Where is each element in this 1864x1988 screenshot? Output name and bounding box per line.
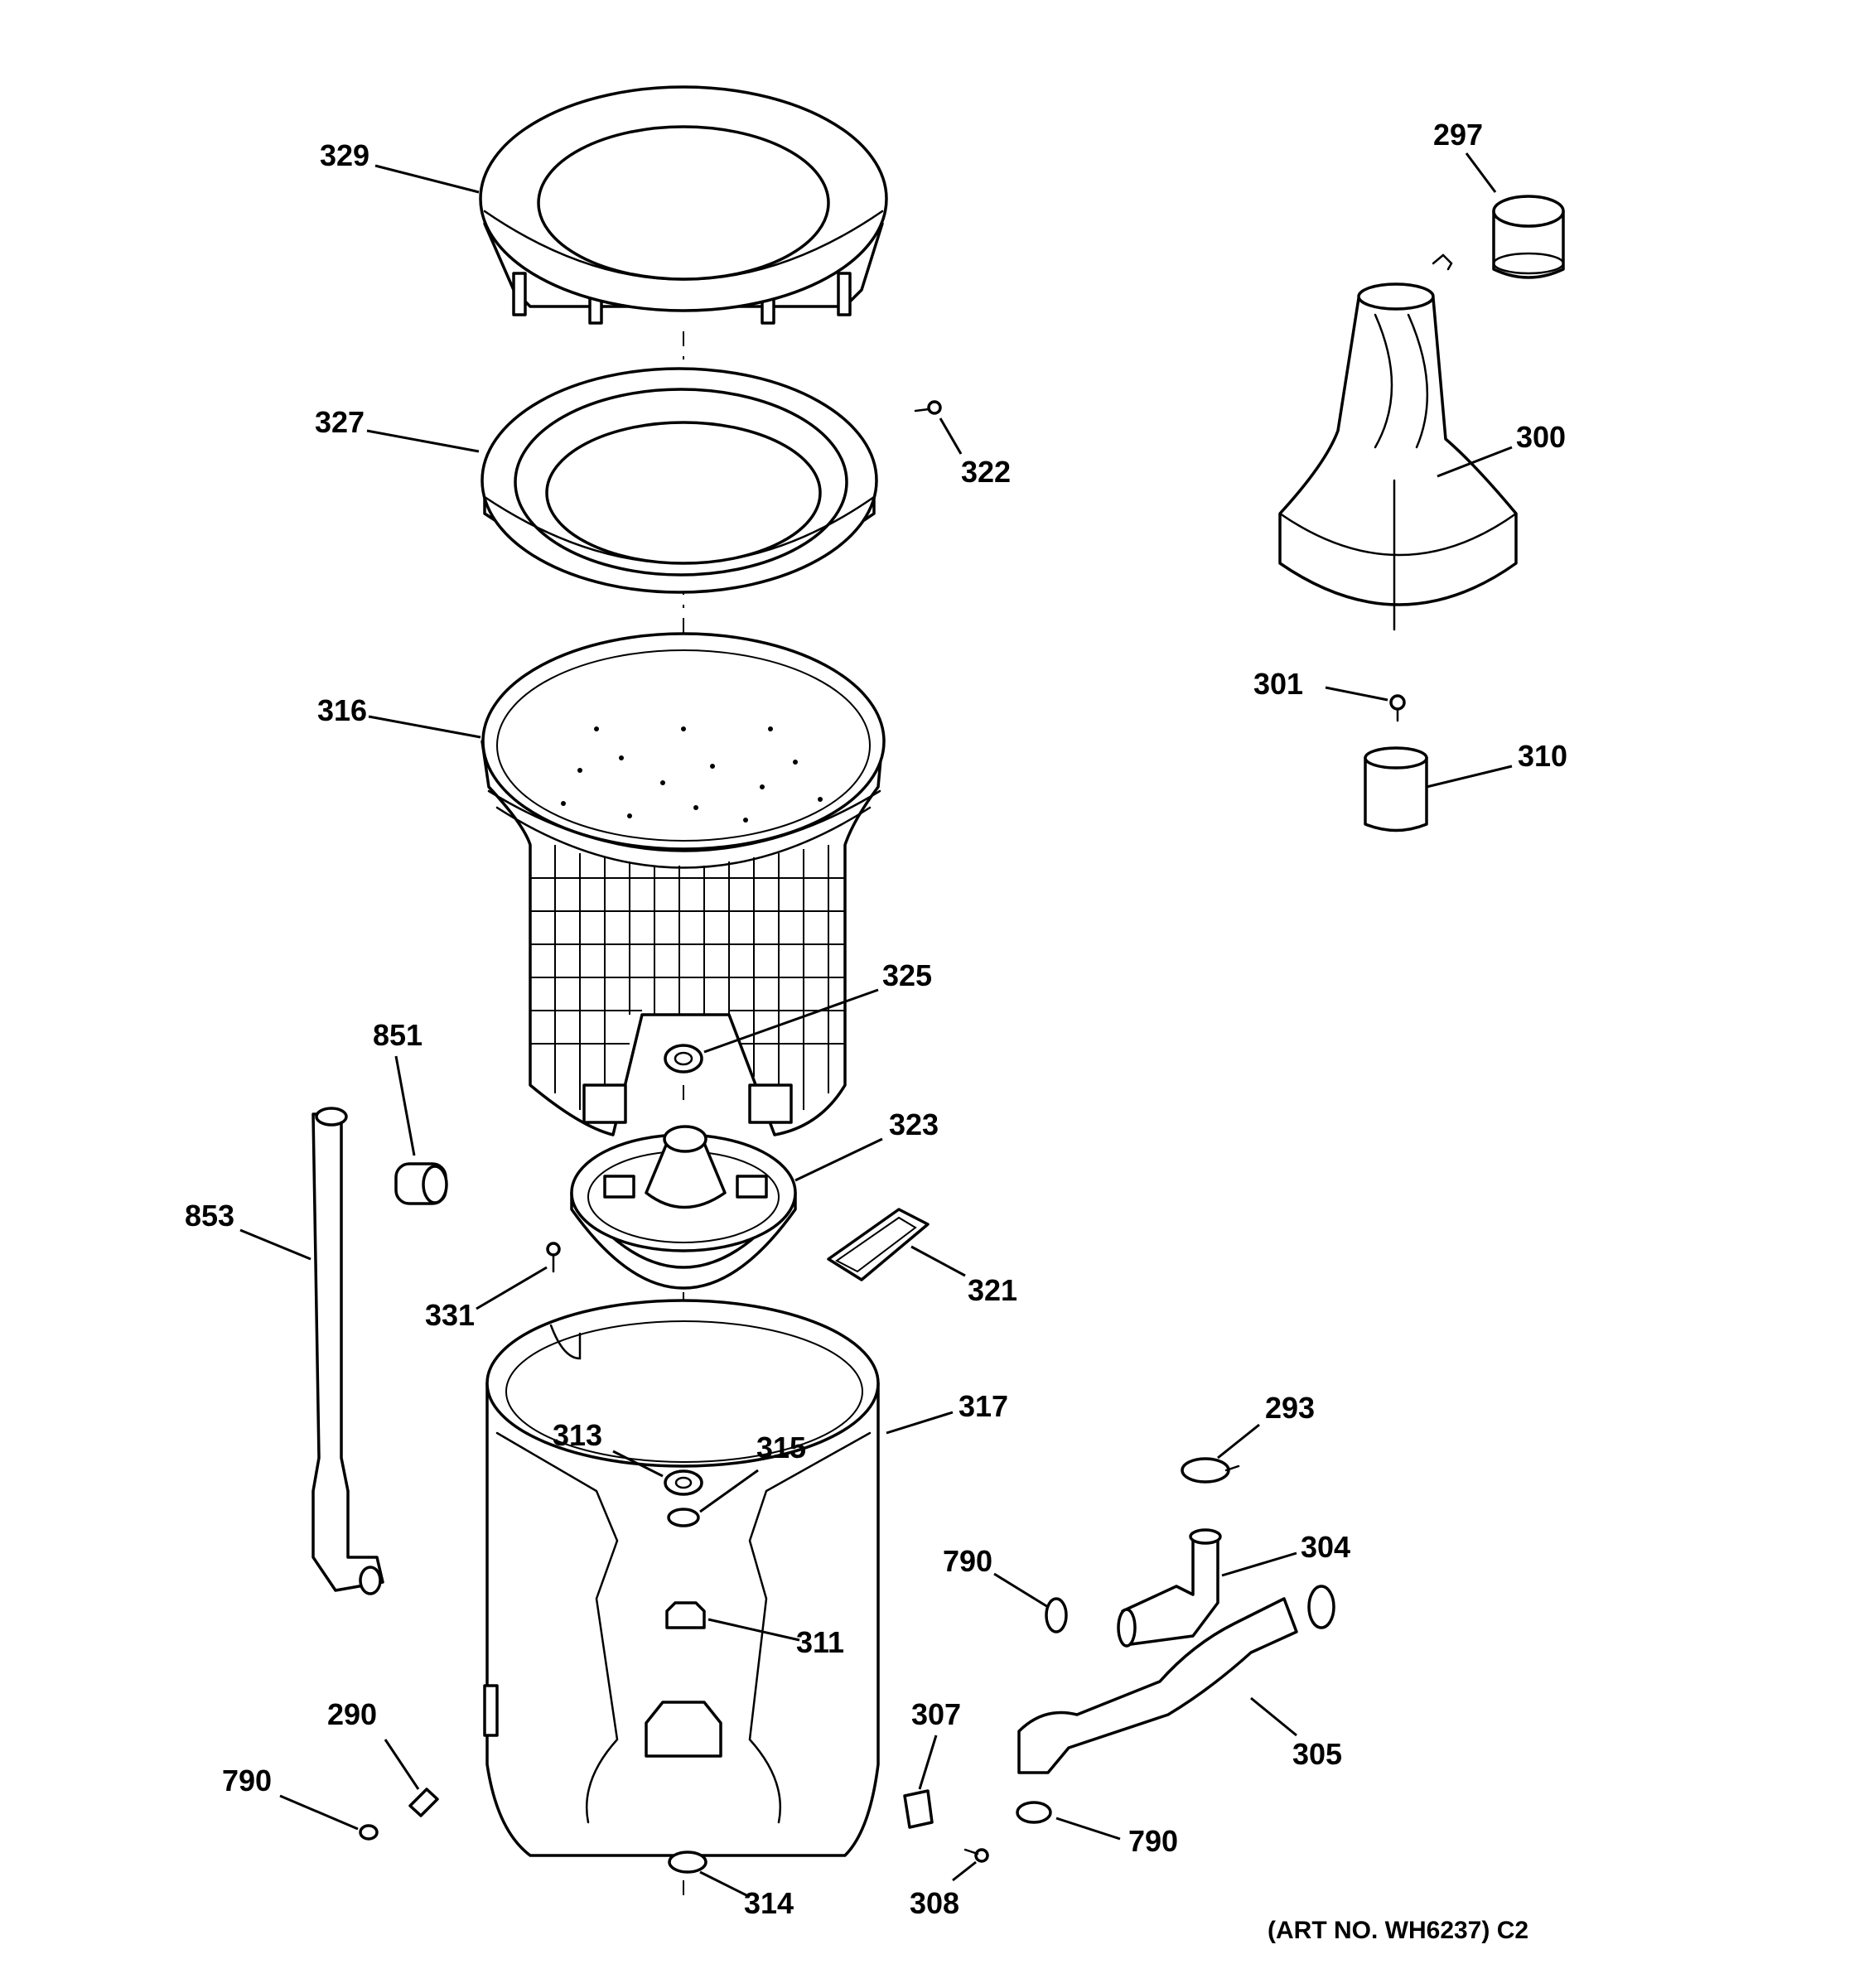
outer-tub-317 bbox=[483, 1299, 880, 1857]
callout-301: 301 bbox=[1253, 667, 1303, 701]
callout-307: 307 bbox=[911, 1697, 961, 1731]
callout-304: 304 bbox=[1301, 1530, 1350, 1564]
bolt-301 bbox=[1389, 694, 1406, 722]
screw-331 bbox=[546, 1242, 561, 1273]
basket-hub-323 bbox=[570, 1125, 797, 1290]
pin-290 bbox=[408, 1788, 439, 1817]
callout-314: 314 bbox=[744, 1886, 794, 1920]
callout-293: 293 bbox=[1265, 1391, 1315, 1425]
nut-311 bbox=[665, 1601, 706, 1629]
callout-331: 331 bbox=[425, 1298, 475, 1332]
clamp-790b bbox=[359, 1824, 379, 1841]
bracket-307 bbox=[903, 1789, 934, 1829]
callout-790-c: 790 bbox=[1128, 1824, 1178, 1858]
callout-851: 851 bbox=[373, 1018, 423, 1052]
tub-cover-329 bbox=[479, 85, 888, 325]
hub-nut-325 bbox=[664, 1044, 703, 1074]
callout-790-a: 790 bbox=[943, 1544, 992, 1578]
art-number-label: (ART NO. WH6237) C2 bbox=[1268, 1917, 1528, 1944]
callout-329: 329 bbox=[320, 138, 369, 172]
clamp-790a bbox=[1045, 1597, 1068, 1633]
screw-308 bbox=[963, 1848, 989, 1863]
clamp-790c bbox=[1016, 1801, 1052, 1824]
callout-853: 853 bbox=[185, 1199, 234, 1233]
callout-297: 297 bbox=[1433, 118, 1483, 152]
tube-853 bbox=[311, 1107, 384, 1595]
callout-305: 305 bbox=[1292, 1737, 1342, 1771]
coupling-310 bbox=[1364, 746, 1428, 832]
callout-327: 327 bbox=[315, 405, 365, 439]
washer-314 bbox=[668, 1850, 707, 1874]
callout-323: 323 bbox=[889, 1107, 939, 1141]
callout-315: 315 bbox=[756, 1431, 806, 1464]
leader-lines bbox=[239, 152, 1513, 1899]
tub-ring-327 bbox=[480, 367, 878, 594]
hose-304 bbox=[1117, 1528, 1222, 1648]
callout-325: 325 bbox=[882, 958, 932, 992]
clip-icon bbox=[1432, 253, 1453, 271]
knob-851 bbox=[394, 1162, 448, 1205]
clamp-293 bbox=[1181, 1457, 1240, 1484]
cap-297 bbox=[1492, 195, 1565, 279]
callout-310: 310 bbox=[1518, 739, 1567, 773]
callout-316: 316 bbox=[317, 693, 367, 727]
callout-308: 308 bbox=[910, 1886, 959, 1920]
callout-300: 300 bbox=[1516, 420, 1566, 454]
washer-315 bbox=[667, 1508, 700, 1527]
callout-317: 317 bbox=[959, 1389, 1008, 1423]
callout-313: 313 bbox=[553, 1418, 602, 1452]
wash-basket-316 bbox=[480, 632, 886, 1136]
drain-hose-305 bbox=[1017, 1585, 1335, 1774]
callout-790-b: 790 bbox=[222, 1764, 272, 1797]
callout-290: 290 bbox=[327, 1697, 377, 1731]
filter-321 bbox=[827, 1208, 930, 1281]
agitator-300 bbox=[1278, 282, 1518, 631]
callout-311: 311 bbox=[796, 1625, 844, 1659]
screw-322 bbox=[914, 400, 942, 415]
callout-321: 321 bbox=[968, 1273, 1017, 1307]
callout-322: 322 bbox=[961, 455, 1011, 489]
nut-313 bbox=[664, 1469, 703, 1496]
